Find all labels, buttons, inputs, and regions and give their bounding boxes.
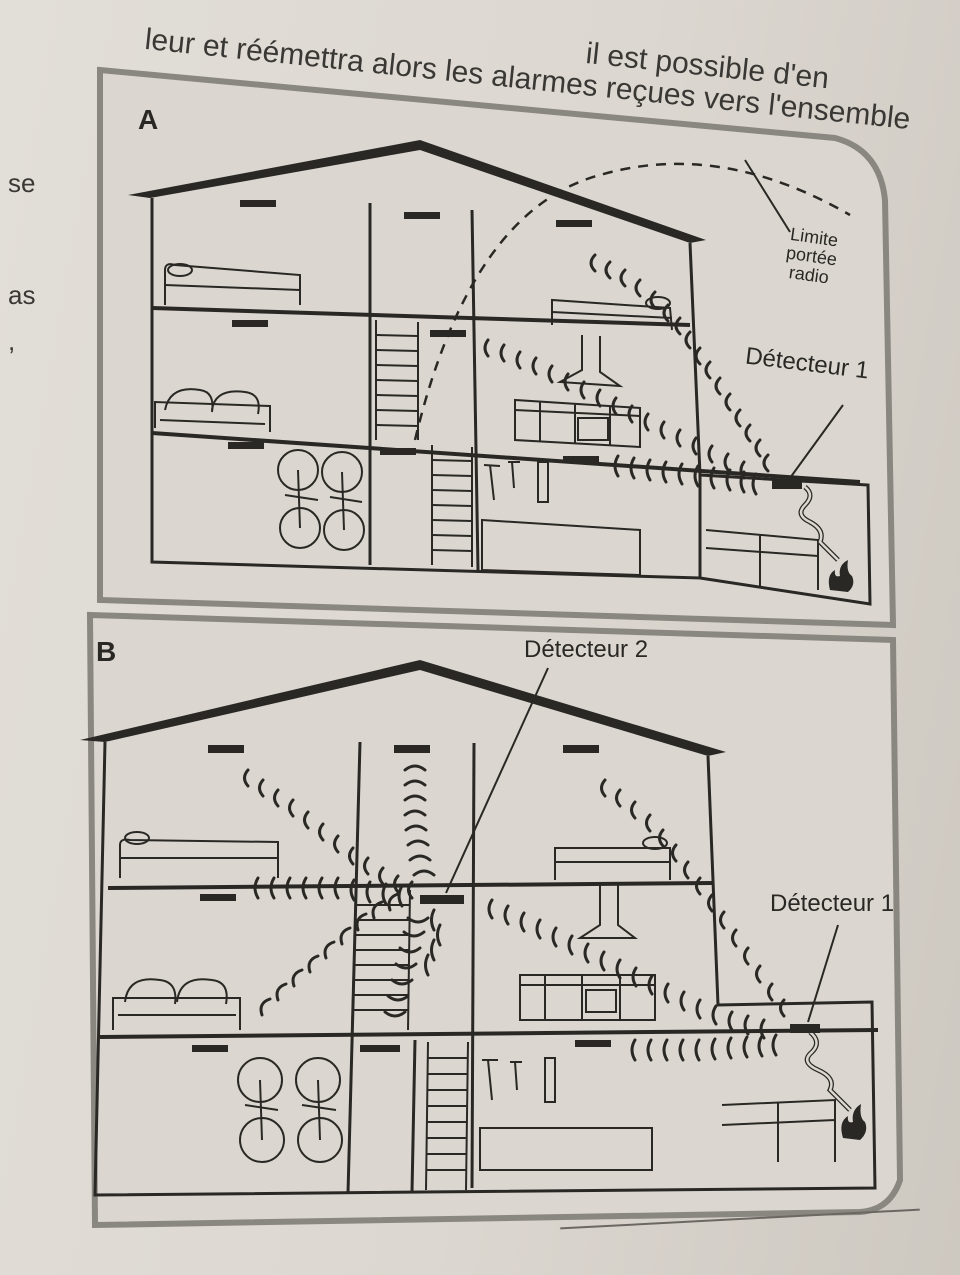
panel-b-letter: B xyxy=(96,636,117,667)
detector-1-pointer-b xyxy=(807,924,839,1023)
radio-limit-label: Limite portée radio xyxy=(782,224,840,289)
bed-icon xyxy=(554,836,671,880)
bicycle-icon xyxy=(237,1057,343,1163)
detector-icon xyxy=(192,745,820,1052)
stairs-icon xyxy=(351,889,469,1191)
bed-icon xyxy=(164,263,301,305)
detector-2-label: Détecteur 2 xyxy=(524,636,649,663)
tools-icon xyxy=(479,1057,653,1171)
bed-icon xyxy=(551,296,673,331)
detector-2-pointer xyxy=(445,667,549,894)
panel-a-letter: A xyxy=(138,104,159,135)
margin-word-1: se xyxy=(8,168,36,198)
margin-word-2: as xyxy=(8,280,36,310)
radio-wave-icon xyxy=(483,253,770,496)
fire-icon xyxy=(828,560,854,592)
bicycle-icon xyxy=(277,449,365,551)
radio-wave-icon xyxy=(243,764,786,1062)
tools-icon xyxy=(481,461,641,577)
kitchen-icon xyxy=(519,885,656,1021)
radio-range-line xyxy=(413,162,851,441)
sofa-icon xyxy=(154,388,271,432)
limit-pointer xyxy=(744,159,791,233)
fire-icon xyxy=(841,1104,867,1140)
bed-icon xyxy=(119,831,279,878)
stairs-icon xyxy=(375,320,473,567)
detector-1-label-b: Détecteur 1 xyxy=(770,890,895,917)
sofa-icon xyxy=(112,978,241,1030)
margin-word-3: , xyxy=(8,326,16,356)
detector-1-pointer-a xyxy=(789,404,844,479)
